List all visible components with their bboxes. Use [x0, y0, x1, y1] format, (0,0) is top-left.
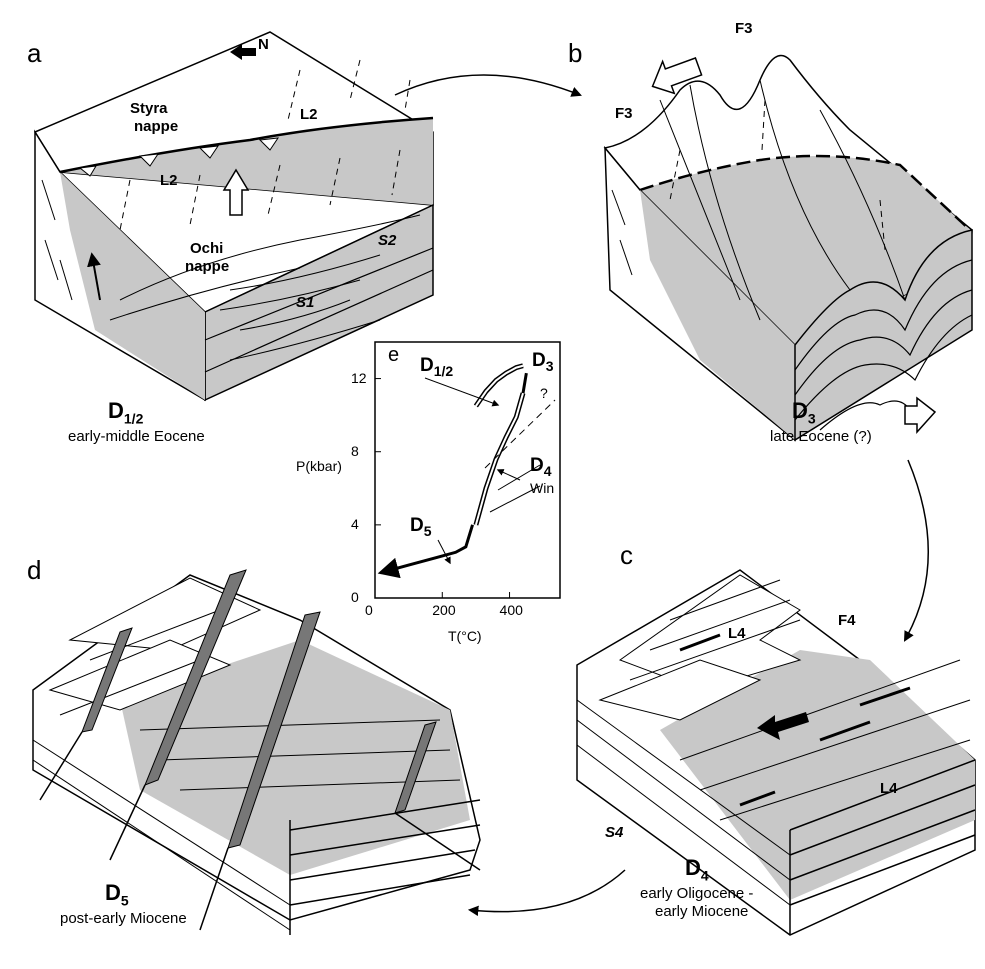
label-l2-top: L2: [300, 106, 318, 123]
y-tick-label-0: 0: [351, 589, 359, 605]
label-north: N: [258, 36, 269, 53]
y-tick-label-3: 12: [351, 369, 367, 386]
series-line-inner-0: [475, 364, 524, 407]
x-tick-label-0: 0: [365, 602, 373, 618]
age-label-c-line2: early Miocene: [655, 903, 749, 920]
flow-arrows: [394, 74, 929, 917]
y-tick-label-1: 4: [351, 515, 359, 532]
pt-chart: [374, 341, 561, 599]
panel-letter-e: e: [388, 344, 400, 366]
label-ochi: Ochi: [190, 240, 224, 257]
age-label-a: early-middle Eocene: [68, 428, 205, 445]
age-label-d: post-early Miocene: [60, 910, 187, 927]
block-diagram-c: [576, 569, 976, 936]
series-line-inner-2: [474, 392, 524, 526]
label-l2-lower: L2: [160, 172, 178, 189]
label-s2: S2: [378, 232, 397, 249]
win-line-2: [489, 485, 541, 513]
age-label-c-line1: early Oligocene -: [640, 885, 754, 902]
block-diagram-b: [603, 54, 973, 442]
panel-letter-d: d: [27, 555, 42, 585]
block-diagram-d: [32, 569, 481, 935]
chart-annot-question: ?: [540, 385, 548, 401]
label-l4-lower: L4: [880, 780, 898, 797]
label-s1: S1: [296, 294, 315, 311]
y-tick-label-2: 8: [351, 442, 359, 459]
phase-label-d: D5: [105, 880, 129, 909]
chart-frame: [374, 341, 561, 599]
series-line-1: [521, 372, 528, 394]
phase-label-a: D1/2: [108, 398, 144, 427]
label-f3-left: F3: [615, 105, 633, 122]
panel-letter-c: c: [620, 540, 633, 570]
x-tick-label-2: 400: [499, 602, 523, 618]
panel-letter-a: a: [27, 38, 42, 68]
x-tick-label-1: 200: [432, 602, 456, 618]
chart-annot-win: Win: [530, 480, 555, 496]
label-styra: Styra: [130, 100, 168, 117]
phase-label-b: D3: [792, 398, 816, 427]
d12-pointer: [424, 377, 500, 407]
chart-annot-d4: D4: [530, 455, 552, 479]
chart-ticks: [374, 378, 511, 599]
win-line-1: [497, 464, 541, 491]
d4-pointer: [496, 469, 521, 481]
chart-annot-d12: D1/2: [420, 355, 454, 379]
reaction-line-upper: [484, 399, 556, 469]
label-ochi-nappe: nappe: [185, 258, 230, 275]
chart-annot-d5: D5: [410, 515, 432, 539]
phase-label-c: D4: [685, 855, 709, 884]
label-f4: F4: [838, 612, 856, 629]
label-f3-top: F3: [735, 20, 753, 37]
d5-pointer: [437, 539, 451, 565]
label-s4: S4: [605, 824, 624, 841]
y-axis-label: P(kbar): [296, 458, 342, 474]
label-l4-top: L4: [728, 625, 746, 642]
age-label-b: late Eocene (?): [770, 428, 872, 445]
label-styra-nappe: nappe: [134, 118, 179, 135]
block-diagram-a: [33, 31, 434, 402]
panel-letter-b: b: [568, 38, 583, 68]
chart-annot-d3: D3: [532, 350, 554, 374]
x-axis-label: T(°C): [448, 628, 482, 644]
